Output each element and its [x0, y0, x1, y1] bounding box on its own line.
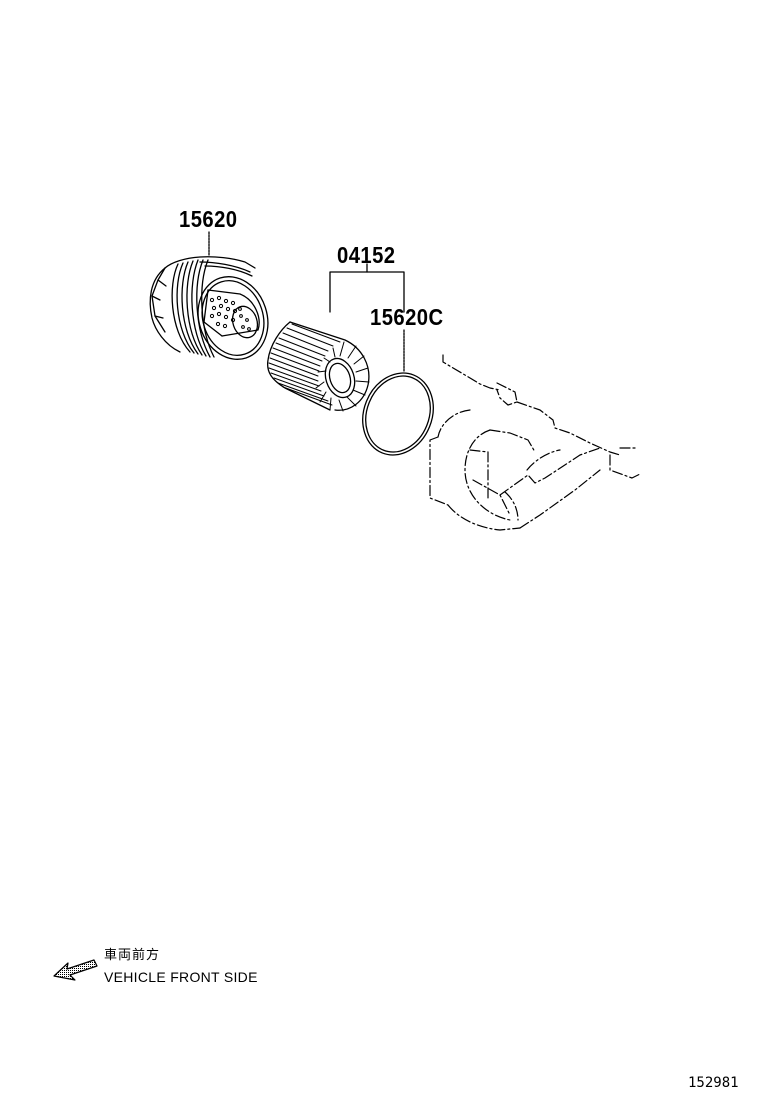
drawing-number: 152981 — [688, 1075, 739, 1091]
part-label-cap: 15620 — [179, 206, 238, 232]
leader-lines — [208, 231, 405, 373]
o-ring-drawing — [362, 372, 434, 456]
engine-block-drawing — [429, 354, 641, 531]
arrow-left-icon — [53, 959, 98, 981]
part-label-element-kit: 04152 — [337, 242, 396, 268]
vehicle-front-label-japanese: 車両前方 — [104, 948, 161, 963]
vehicle-front-label-english: VEHICLE FRONT SIDE — [104, 969, 258, 985]
oil-filter-cap-drawing — [149, 256, 269, 360]
oil-filter-element-drawing — [266, 321, 370, 412]
part-label-o-ring: 15620C — [370, 304, 444, 330]
